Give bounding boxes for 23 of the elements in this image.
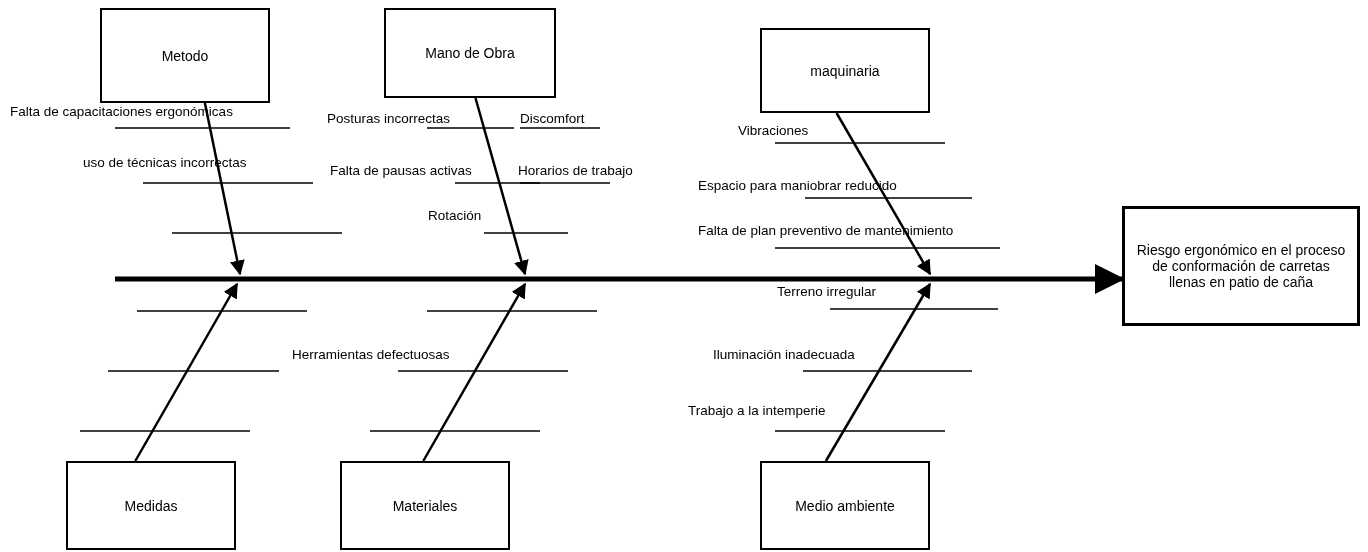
cause-arrow — [203, 102, 245, 276]
category-box: Metodo — [100, 8, 270, 103]
cause-label: Discomfort — [520, 111, 585, 126]
cause-arrow — [835, 112, 932, 276]
cause-arrow — [134, 282, 239, 462]
category-box: Materiales — [340, 461, 510, 550]
cause-label: Trabajo a la intemperie — [688, 403, 826, 418]
cause-arrow — [474, 97, 529, 276]
category-box: Medio ambiente — [760, 461, 930, 550]
category-box: Mano de Obra — [384, 8, 556, 98]
effect-box: Riesgo ergonómico en el proceso de conformación de carretas llenas en patio de caña — [1122, 206, 1360, 326]
cause-arrow — [422, 282, 527, 462]
cause-label: Horarios de trabajo — [518, 163, 633, 178]
category-box: Medidas — [66, 461, 236, 550]
cause-label: Iluminación inadecuada — [713, 347, 855, 362]
category-box: maquinaria — [760, 28, 930, 113]
cause-label: Herramientas defectuosas — [292, 347, 450, 362]
cause-label: Falta de pausas activas — [330, 163, 472, 178]
cause-label: Vibraciones — [738, 123, 809, 138]
cause-label: Terreno irregular — [777, 284, 877, 299]
cause-label: Rotación — [428, 208, 482, 223]
cause-label: Posturas incorrectas — [327, 111, 451, 126]
cause-arrow — [824, 282, 932, 462]
